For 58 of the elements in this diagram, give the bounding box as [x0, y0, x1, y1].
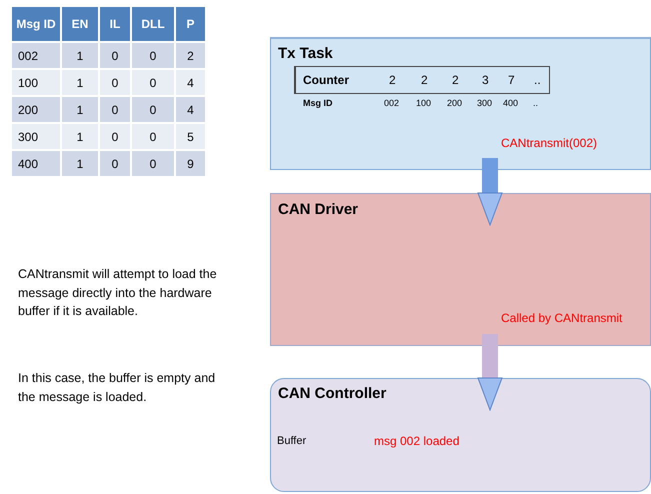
table-cell: 4: [175, 69, 206, 96]
counter-value: 3: [482, 73, 489, 87]
row-header: Counter: [303, 73, 349, 87]
id-value: 300: [477, 98, 492, 108]
counter-value: 7: [508, 73, 515, 87]
box-title: CAN Controller: [278, 385, 386, 402]
id-value: 002: [384, 98, 400, 108]
paragraph: CANtransmit will attempt to load the message directly into the hardware buffer if it is available.: [18, 266, 218, 320]
id-value: 400: [503, 98, 518, 108]
table-cell: 0: [99, 150, 131, 177]
table-cell: 1: [61, 69, 99, 96]
table-cell: 9: [175, 150, 206, 177]
table-cell: 400: [11, 150, 61, 177]
controller-box: [270, 378, 651, 492]
column-header: IL: [99, 6, 131, 42]
table-cell: 0: [131, 69, 175, 96]
table-cell: 5: [175, 123, 206, 150]
block-arrow: [478, 158, 502, 226]
table-cell: 0: [99, 123, 131, 150]
table-cell: 2: [175, 42, 206, 69]
table-cell: 1: [61, 123, 99, 150]
table-cell: 100: [11, 69, 61, 96]
counter-value: 2: [421, 73, 428, 87]
column-header: EN: [61, 6, 99, 42]
counter-value: 2: [452, 73, 459, 87]
box-title: CAN Driver: [278, 201, 358, 218]
call-label: Called by CANtransmit: [501, 311, 622, 325]
counter-value: 2: [389, 73, 396, 87]
table-cell: 4: [175, 96, 206, 123]
column-header: Msg ID: [11, 6, 61, 42]
table-cell: 0: [99, 96, 131, 123]
table-cell: 0: [131, 96, 175, 123]
field-label: Buffer: [277, 435, 306, 447]
id-value: 100: [416, 98, 432, 108]
table-cell: 0: [131, 42, 175, 69]
table-cell: 0: [131, 123, 175, 150]
driver-box: [270, 193, 651, 346]
table-cell: 1: [61, 150, 99, 177]
table-cell: 0: [99, 69, 131, 96]
call-label: CANtransmit(002): [501, 136, 598, 150]
status-text: msg 002 loaded: [374, 434, 460, 448]
table-cell: 200: [11, 96, 61, 123]
table-cell: 0: [99, 42, 131, 69]
row-header: Msg ID: [303, 98, 333, 108]
table-cell: 300: [11, 123, 61, 150]
id-value: 200: [447, 98, 462, 108]
counter-value: ..: [534, 73, 541, 87]
table-cell: 002: [11, 42, 61, 69]
table-cell: 1: [61, 96, 99, 123]
paragraph: In this case, the buffer is empty and the message is loaded.: [18, 370, 216, 406]
task-box: [270, 37, 651, 170]
id-value: ..: [533, 98, 538, 108]
table-cell: 1: [61, 42, 99, 69]
table-cell: 0: [131, 150, 175, 177]
column-header: DLL: [131, 6, 175, 42]
column-header: P: [175, 6, 206, 42]
block-arrow: [478, 334, 502, 410]
box-title: Tx Task: [278, 45, 333, 62]
